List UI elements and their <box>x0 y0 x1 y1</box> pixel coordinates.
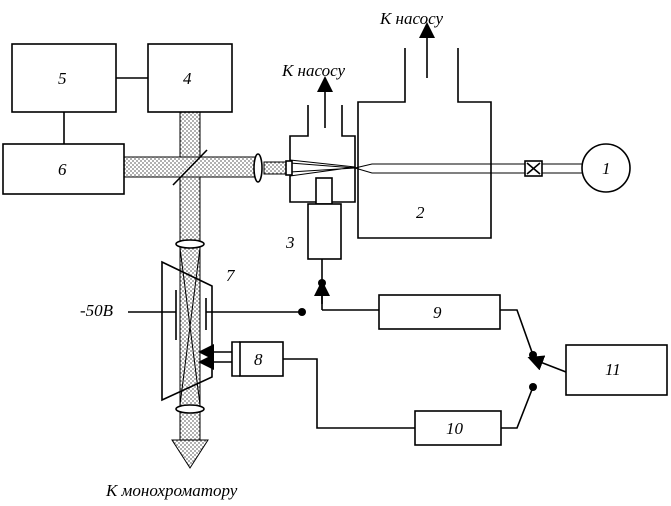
voltage-label: -50В <box>80 301 114 320</box>
block-9 <box>378 294 501 330</box>
label-3: 3 <box>285 233 295 252</box>
block-6 <box>2 143 125 195</box>
element-7 <box>161 260 213 402</box>
label-9: 9 <box>433 303 442 322</box>
switch-contact-top <box>529 351 537 359</box>
beam-cross-2 <box>179 247 201 406</box>
label-2: 2 <box>416 203 425 222</box>
label-7: 7 <box>226 266 236 285</box>
pmt-bracket <box>231 341 240 377</box>
pump-label-top: К насосу <box>379 9 444 28</box>
block-11 <box>565 344 668 396</box>
label-8: 8 <box>254 350 263 369</box>
capillary <box>354 163 525 174</box>
label-10: 10 <box>446 419 464 438</box>
beam-splitter <box>172 149 208 186</box>
link-9-switch <box>500 309 534 356</box>
valve-cross-2 <box>526 162 541 175</box>
nozzle-cone <box>289 159 356 177</box>
block-10 <box>414 410 502 446</box>
detector-stub <box>315 177 333 205</box>
cell-window <box>285 160 293 176</box>
detector-3 <box>307 203 342 260</box>
lens-upper-vertical <box>175 239 205 249</box>
lens-lower-vertical <box>175 404 205 414</box>
lens-horizontal <box>253 153 263 183</box>
mono-arrowhead <box>171 439 209 469</box>
switch-blade <box>527 355 567 373</box>
detector-contact <box>318 279 326 287</box>
label-5: 5 <box>58 69 67 88</box>
node-signal <box>298 308 306 316</box>
link-8-10 <box>283 358 415 429</box>
block-8 <box>239 341 284 377</box>
monochromator-label: К монохроматору <box>105 481 238 500</box>
pump-label-mid: К насосу <box>281 61 346 80</box>
label-4: 4 <box>183 69 192 88</box>
link-10-switch <box>501 386 534 429</box>
label-6: 6 <box>58 160 67 179</box>
chamber-2 <box>357 48 492 239</box>
label-1: 1 <box>602 159 611 178</box>
label-11: 11 <box>605 360 621 379</box>
switch-contact-bottom <box>529 383 537 391</box>
source-1 <box>581 143 631 193</box>
